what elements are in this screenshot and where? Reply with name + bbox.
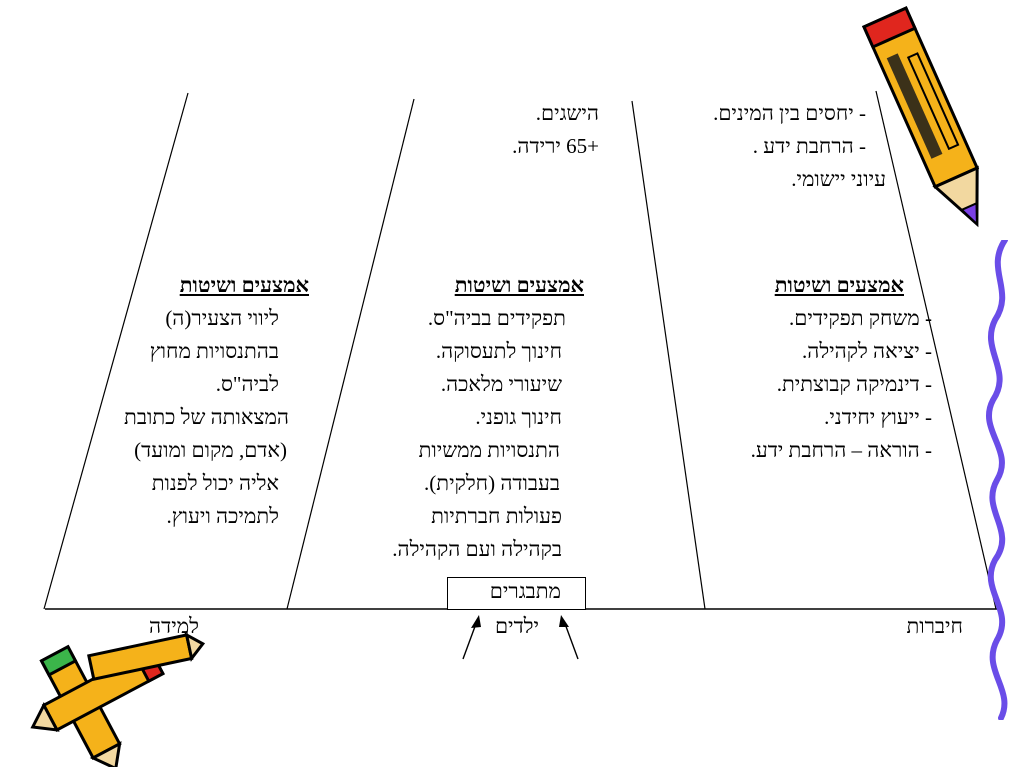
note-achievements: הישגים. (512, 97, 599, 130)
list-item: (אדם, מקום ומועד) (124, 434, 287, 467)
label-children: ילדים (495, 610, 539, 643)
column-socialization: אמצעים ושיטות - משחק תפקידים. - יציאה לק… (751, 269, 904, 467)
arrow-right (559, 615, 578, 659)
list-item: בהתנסויות מחוץ (124, 335, 279, 368)
label-socialization: חיברות (906, 610, 963, 643)
list-item: - יציאה לקהילה. (751, 335, 932, 368)
list-item: התנסויות ממשיות (392, 434, 560, 467)
column-learning: אמצעים ושיטות ליווי הצעיר(ה) בהתנסויות מ… (124, 269, 309, 533)
column-heading: אמצעים ושיטות (392, 269, 584, 302)
list-item: אליה יכול לפנות (124, 467, 279, 500)
note-gender-relations: - יחסים בין המינים. (713, 97, 866, 130)
column-children: אמצעים ושיטות תפקידים בביה"ס. חינוך לתעס… (392, 269, 584, 566)
adolescents-box: מתבגרים (447, 577, 586, 610)
note-65-decline: +65 ירידה. (512, 130, 599, 163)
list-item: לתמיכה ויעוץ. (124, 500, 279, 533)
list-item: שיעורי מלאכה. (392, 368, 562, 401)
top-notes-right: - יחסים בין המינים. - הרחבת ידע . עיוני … (713, 97, 866, 196)
list-item: בקהילה ועם הקהילה. (392, 533, 562, 566)
list-item: ליווי הצעיר(ה) (124, 302, 279, 335)
list-item: חינוך גופני. (392, 401, 562, 434)
divider-line-3 (632, 101, 705, 609)
squiggle-decoration (975, 240, 1024, 720)
adolescents-label: מתבגרים (490, 575, 561, 608)
pencils-icon (0, 615, 205, 767)
list-item: - משחק תפקידים. (751, 302, 932, 335)
list-item: המצאותה של כתובת (124, 401, 289, 434)
pencil-icon (860, 0, 1010, 245)
list-item: פעולות חברתיות (392, 500, 562, 533)
top-notes-left: הישגים. +65 ירידה. (512, 97, 599, 163)
note-knowledge-expansion: - הרחבת ידע . (713, 130, 866, 163)
list-item: - הוראה – הרחבת ידע. (751, 434, 932, 467)
column-heading: אמצעים ושיטות (124, 269, 309, 302)
list-item: - ייעוץ יחידני. (751, 401, 932, 434)
arrow-left (463, 615, 481, 659)
list-item: תפקידים בביה"ס. (392, 302, 566, 335)
list-item: חינוך לתעסוקה. (392, 335, 562, 368)
list-item: לביה"ס. (124, 368, 279, 401)
list-item: - דינמיקה קבוצתית. (751, 368, 932, 401)
list-item: בעבודה (חלקית). (392, 467, 560, 500)
column-heading: אמצעים ושיטות (751, 269, 904, 302)
